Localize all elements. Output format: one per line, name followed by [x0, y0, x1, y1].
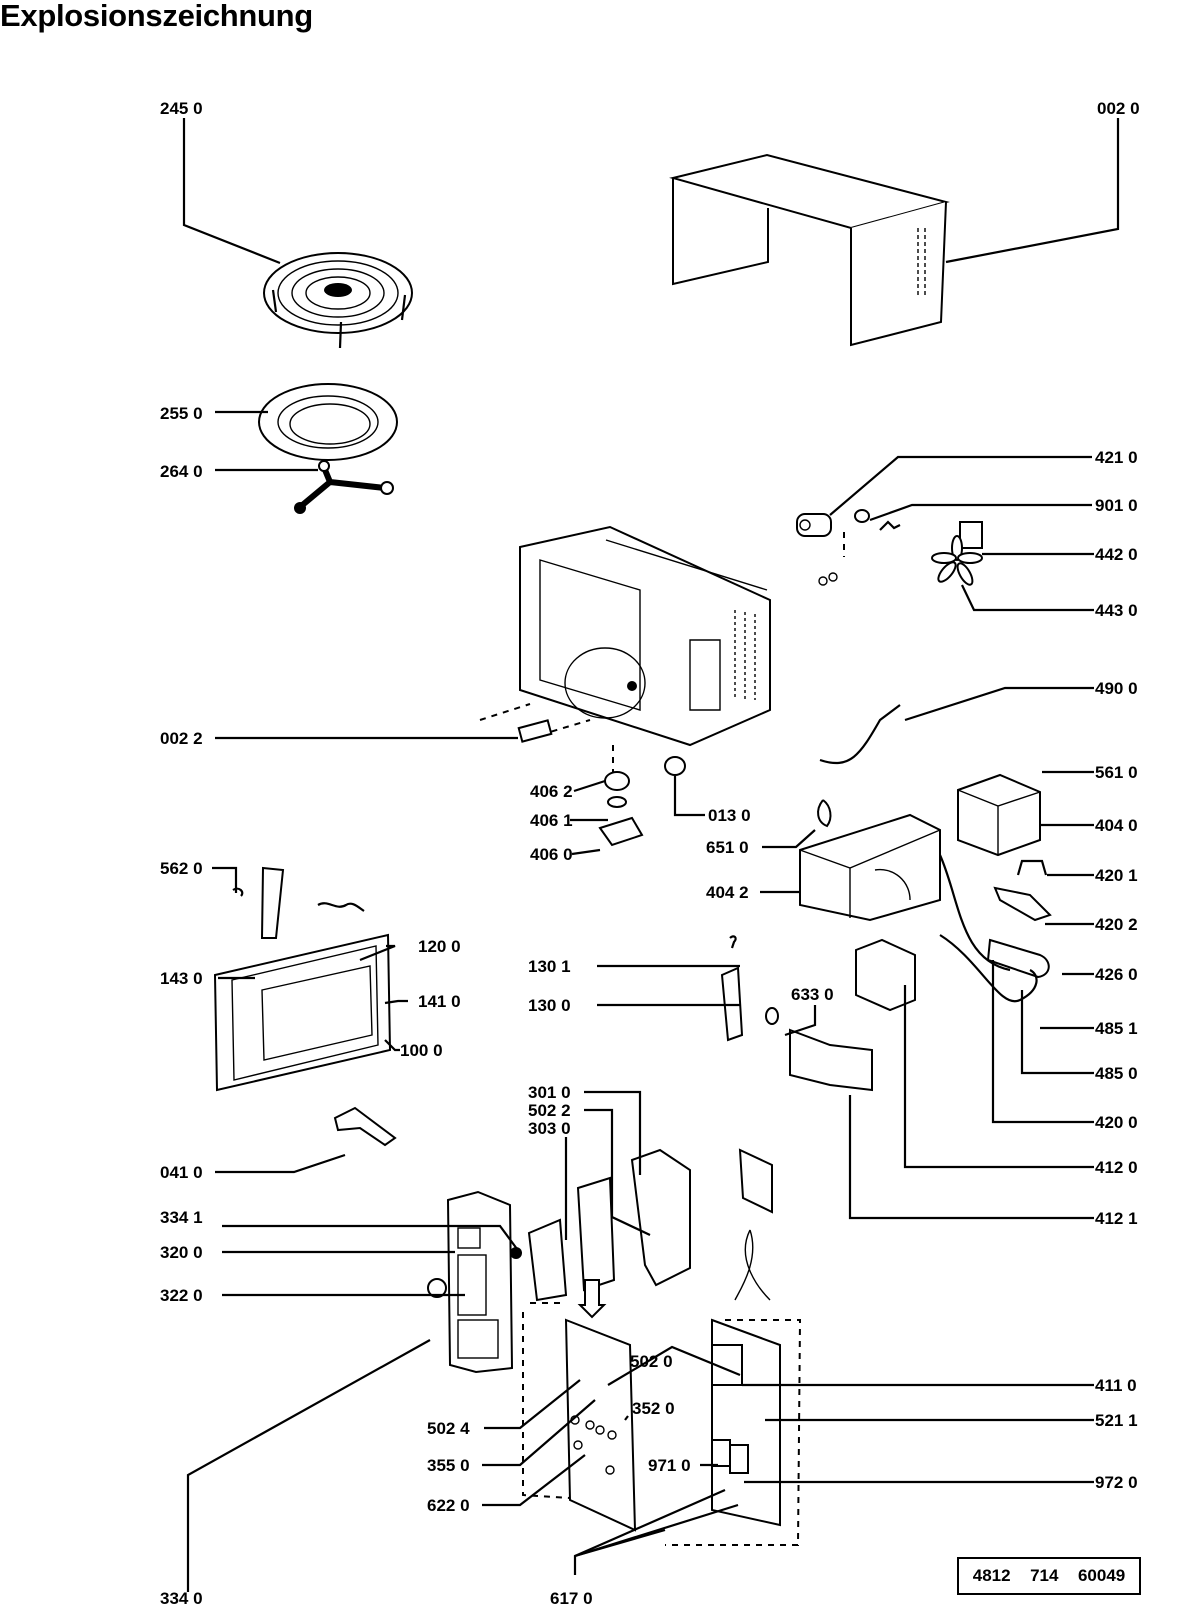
wire-drawing [938, 854, 1011, 972]
label-334-0: 334 0 [160, 1589, 203, 1607]
knob-drawing [427, 1278, 447, 1298]
label-412-1: 412 1 [1095, 1209, 1138, 1228]
hv-capacitor-drawing [986, 938, 1050, 979]
spring-drawing [729, 935, 737, 949]
fan-assembly-drawing [796, 509, 983, 586]
label-651-0: 651 0 [706, 838, 749, 857]
document-number-box: 4812 714 60049 [957, 1557, 1141, 1595]
label-406-1: 406 1 [530, 811, 573, 830]
label-355-0: 355 0 [427, 1456, 470, 1475]
label-490-0: 490 0 [1095, 679, 1138, 698]
label-100-0: 100 0 [400, 1041, 443, 1060]
page-title: Explosionszeichnung [0, 0, 313, 33]
label-622-0: 622 0 [427, 1496, 470, 1515]
doc-number-part-2: 714 [1030, 1566, 1059, 1585]
label-485-0: 485 0 [1095, 1064, 1138, 1083]
control-board-drawing [630, 1148, 691, 1287]
turntable-support-drawing [294, 460, 394, 514]
label-143-0: 143 0 [160, 969, 203, 988]
wire-drawing [939, 934, 1038, 1003]
relay-drawing [711, 1439, 731, 1467]
oven-cavity-drawing [479, 525, 771, 775]
label-502-0: 502 0 [630, 1352, 673, 1371]
label-617-0: 617 0 [550, 1589, 593, 1607]
label-502-4: 502 4 [427, 1419, 470, 1438]
control-panel-drawing [446, 1190, 514, 1374]
turntable-motor-drawing [598, 756, 686, 847]
label-412-0: 412 0 [1095, 1158, 1138, 1177]
label-120-0: 120 0 [418, 937, 461, 956]
label-502-2: 502 2 [528, 1101, 571, 1120]
label-420-2: 420 2 [1095, 915, 1138, 934]
label-320-0: 320 0 [160, 1243, 203, 1262]
magnetron-drawing [957, 773, 1041, 857]
label-322-0: 322 0 [160, 1286, 203, 1305]
label-521-1: 521 1 [1095, 1411, 1138, 1430]
label-141-0: 141 0 [418, 992, 461, 1011]
label-245-0: 245 0 [160, 99, 203, 118]
label-562-0: 562 0 [160, 859, 203, 878]
label-130-0: 130 0 [528, 996, 571, 1015]
label-352-0: 352 0 [632, 1399, 675, 1418]
membrane-drawing [576, 1176, 616, 1292]
doc-number-part-3: 60049 [1077, 1566, 1126, 1585]
assembly-boundary-right [665, 1319, 802, 1546]
label-485-1: 485 1 [1095, 1019, 1138, 1038]
label-041-0: 041 0 [160, 1163, 203, 1182]
label-130-1: 130 1 [528, 957, 571, 976]
label-303-0: 303 0 [528, 1119, 571, 1138]
label-411-0: 411 0 [1095, 1376, 1137, 1395]
part-labels: 245 0 255 0 264 0 002 0 421 0 901 0 442 … [160, 99, 1140, 1607]
capacitor-clamp-drawing [1016, 859, 1048, 876]
label-420-0: 420 0 [1095, 1113, 1138, 1132]
label-442-0: 442 0 [1095, 545, 1138, 564]
keypad-drawing [527, 1218, 568, 1302]
label-264-0: 264 0 [160, 462, 203, 481]
outer-casing-drawing [669, 153, 950, 347]
mains-cord-drawing [819, 704, 901, 765]
label-901-0: 901 0 [1095, 496, 1138, 515]
door-hardware-drawing [232, 866, 365, 939]
label-406-2: 406 2 [530, 782, 573, 801]
microswitch-drawing [765, 1007, 779, 1025]
label-301-0: 301 0 [528, 1083, 571, 1102]
grill-rack-drawing [263, 252, 413, 349]
label-255-0: 255 0 [160, 404, 203, 423]
turntable-plate-drawing [258, 383, 398, 461]
bracket-drawing [993, 886, 1052, 922]
assembly-boundary-left [522, 1302, 601, 1501]
label-002-2: 002 2 [160, 729, 203, 748]
display-board-drawing [564, 1318, 637, 1532]
label-633-0: 633 0 [791, 985, 834, 1004]
leader-lines [182, 118, 1120, 1592]
label-561-0: 561 0 [1095, 763, 1138, 782]
label-443-0: 443 0 [1095, 601, 1138, 620]
label-013-0: 013 0 [708, 806, 751, 825]
bracket-drawing [517, 719, 553, 743]
pcb-drawing [738, 1148, 773, 1214]
label-334-1: 334 1 [160, 1208, 203, 1227]
waveguide-drawing [799, 813, 941, 922]
cable-drawing [734, 1229, 771, 1301]
label-971-0: 971 0 [648, 1456, 691, 1475]
arrow-drawing [577, 1279, 607, 1319]
label-972-0: 972 0 [1095, 1473, 1138, 1492]
label-420-1: 420 1 [1095, 866, 1138, 885]
label-406-0: 406 0 [530, 845, 573, 864]
lamp-drawing [817, 799, 832, 828]
label-002-0: 002 0 [1097, 99, 1140, 118]
label-426-0: 426 0 [1095, 965, 1138, 984]
doc-number-part-1: 4812 [972, 1566, 1011, 1585]
label-421-0: 421 0 [1095, 448, 1138, 467]
transformer-drawing [855, 938, 916, 1012]
relay-drawing [729, 1444, 749, 1474]
transformer-cover-drawing [789, 1028, 873, 1092]
label-404-0: 404 0 [1095, 816, 1138, 835]
door-drawing [213, 933, 392, 1092]
hinge-drawing [333, 1106, 397, 1147]
label-404-2: 404 2 [706, 883, 749, 902]
